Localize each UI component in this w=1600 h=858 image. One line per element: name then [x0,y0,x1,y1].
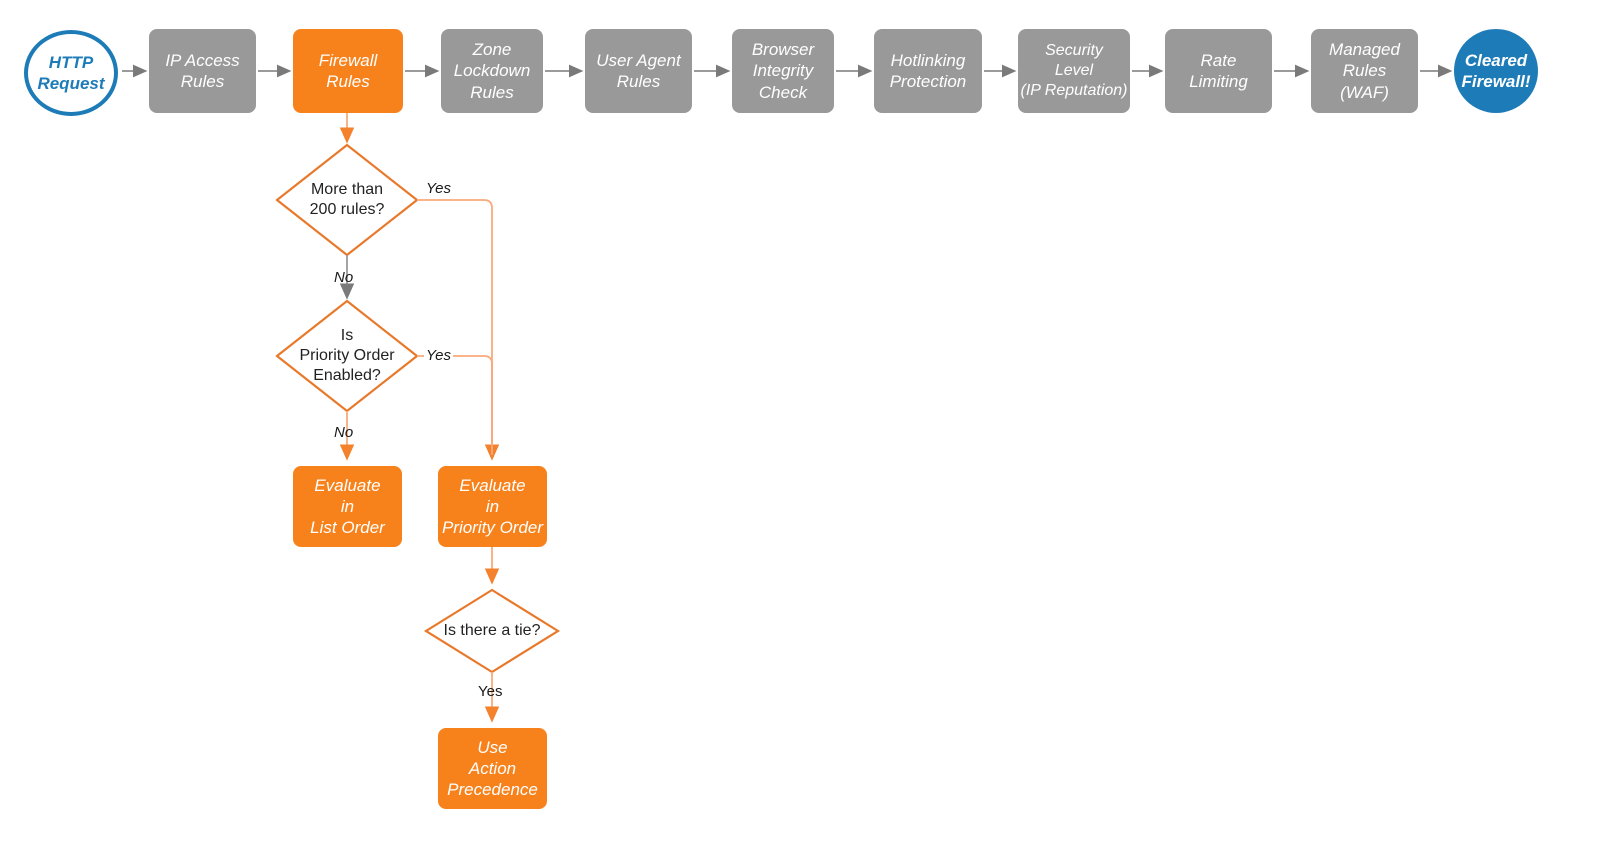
decision-is-there-a-tie[interactable]: Is there a tie? [426,590,558,672]
edge-label-yes-priority-order: Yes [424,347,454,364]
decision-is-there-a-tie-label: Is there a tie? [443,621,541,639]
wire-yes-more-than-200 [417,199,500,461]
edge-label-no-priority-order: No [334,424,354,441]
edge-label-yes-more-than-200: Yes [426,180,452,197]
edge-label-yes-is-there-a-tie: Yes [478,683,503,700]
edge-label-no-more-than-200: No [334,269,354,286]
wire-yes-priority-order [417,355,493,455]
